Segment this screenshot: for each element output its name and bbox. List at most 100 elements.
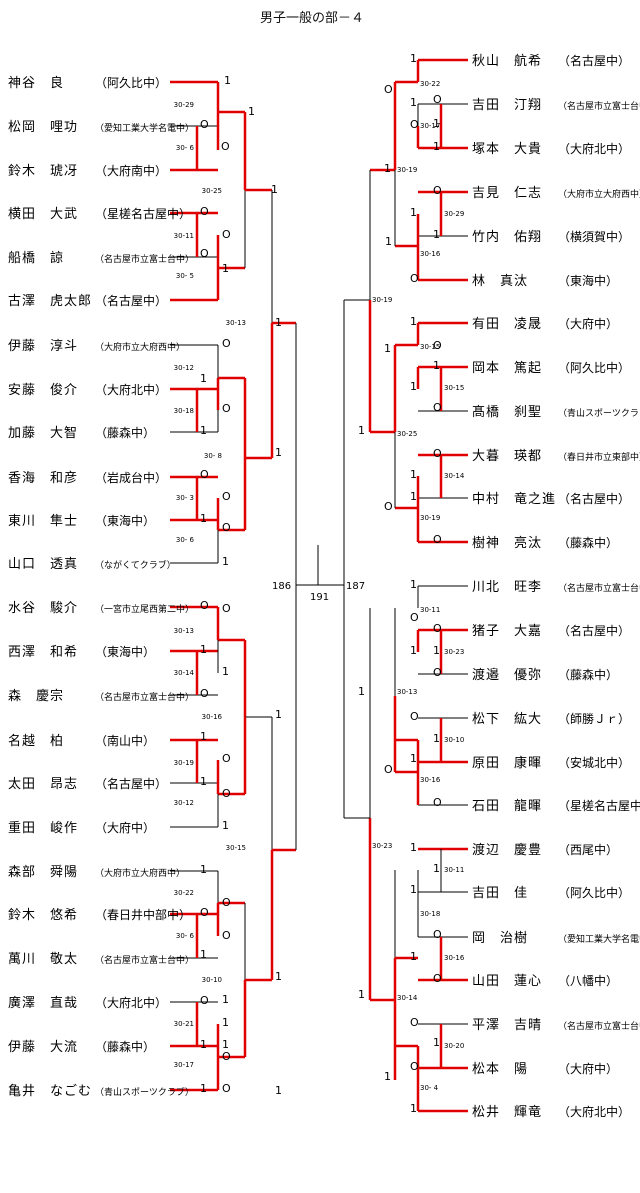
result-mark: O [222,1082,231,1095]
result-mark: O [222,228,231,241]
match-score: 30-15 [226,844,246,852]
result-mark: O [200,205,209,218]
result-mark: 1 [222,1038,229,1051]
player-club-right: （名古屋中） [558,623,630,638]
result-mark: O [200,247,209,260]
player-club-left: （阿久比中） [95,75,167,90]
result-mark: O [433,928,442,941]
result-mark: O [222,929,231,942]
result-mark: 1 [433,140,440,153]
match-score: 30-15 [420,343,440,351]
player-club-right: （大府中） [558,316,618,331]
player-name-right: 吉見 仁志 [472,186,542,201]
player-name-left: 廣澤 直哉 [8,996,78,1011]
match-score: 30-10 [444,736,464,744]
match-score: 30-29 [174,101,194,109]
result-mark: 1 [222,819,229,832]
result-mark: 1 [433,644,440,657]
match-score: 30-29 [444,210,464,218]
result-mark: O [410,611,419,624]
player-club-left: （東海中） [95,513,155,528]
match-score: 30-15 [444,384,464,392]
result-mark: O [222,602,231,615]
result-mark: 1 [433,228,440,241]
result-mark: 1 [384,162,391,175]
result-mark: O [384,763,393,776]
result-mark: O [200,118,209,131]
result-mark: 1 [200,424,207,437]
result-mark: 1 [385,235,392,248]
result-mark: 1 [410,578,417,591]
player-name-right: 平澤 吉晴 [472,1018,542,1033]
result-mark: 1 [200,372,207,385]
result-mark: 1 [275,1084,282,1097]
page-title: 男子一般の部－４ [260,10,364,26]
match-score: 30-18 [420,910,440,918]
result-mark: O [222,1050,231,1063]
player-club-right: （師勝Ｊｒ） [558,711,630,726]
match-score: 30-10 [202,976,222,984]
player-club-left: （名古屋市立富士台中） [95,954,194,966]
match-score: 30-12 [174,799,194,807]
match-score: 30- 3 [176,494,194,502]
player-club-left: （春日井中部中） [95,907,191,922]
result-mark: 1 [433,117,440,130]
player-name-right: 川北 旺李 [472,580,542,595]
result-mark: O [200,468,209,481]
player-club-right: （名古屋中） [558,491,630,506]
match-score: 30- 5 [176,272,194,280]
match-score: 30- 6 [176,536,195,544]
result-mark: 1 [275,970,282,983]
player-club-left: （大府市立大府西中） [95,867,185,879]
player-club-right: （東海中） [558,273,618,288]
player-name-left: 森部 舜陽 [8,865,78,880]
result-mark: 1 [200,775,207,788]
result-mark: O [433,184,442,197]
player-club-right: （八幡中） [558,973,618,988]
result-mark: 1 [410,206,417,219]
player-club-left: （ながくてクラブ） [95,559,176,571]
player-name-left: 名越 柏 [8,733,64,749]
result-mark: 1 [200,512,207,525]
result-mark: 1 [275,446,282,459]
match-score: 30-16 [202,713,223,721]
player-name-right: 渡辺 慶豊 [472,842,542,858]
result-mark: 1 [358,424,365,437]
result-mark: 1 [222,555,229,568]
result-mark: 1 [433,732,440,745]
player-club-left: （南山中） [95,733,155,748]
result-mark: O [222,337,231,350]
player-club-right: （名古屋中） [558,53,630,68]
player-club-right: （大府中） [558,1061,618,1076]
match-score: 30-11 [420,606,440,614]
player-name-left: 伊藤 淳斗 [8,338,78,354]
result-mark: O [200,687,209,700]
right-total-score: 187 [346,581,365,592]
result-mark: 1 [200,1082,207,1095]
match-score: 30-22 [420,80,440,88]
result-mark: 1 [275,316,282,329]
match-score: 30-13 [397,688,417,696]
result-mark: O [410,1016,419,1029]
result-mark: 1 [224,74,231,87]
result-mark: O [222,521,231,534]
bracket-lines [170,58,468,1113]
match-score: 30- 4 [420,1084,439,1092]
player-club-right: （藤森中） [558,667,618,682]
player-club-right: （名古屋市立富士台中） [558,582,640,594]
player-name-left: 古澤 虎太郎 [8,294,92,309]
player-club-right: （阿久比中） [558,885,630,900]
result-mark: 1 [410,380,417,393]
result-mark: 1 [410,96,417,109]
player-name-left: 太田 昂志 [8,777,78,792]
result-mark: 1 [410,468,417,481]
match-score: 30-19 [174,759,194,767]
player-name-right: 吉田 汀翔 [472,98,542,113]
match-score: 30-16 [420,776,441,784]
player-club-right: （愛知工業大学名電中） [558,933,640,945]
result-mark: O [410,710,419,723]
result-mark: O [222,752,231,765]
match-score: 30-12 [174,364,194,372]
match-score: 30-16 [420,250,441,258]
result-mark: 1 [433,862,440,875]
